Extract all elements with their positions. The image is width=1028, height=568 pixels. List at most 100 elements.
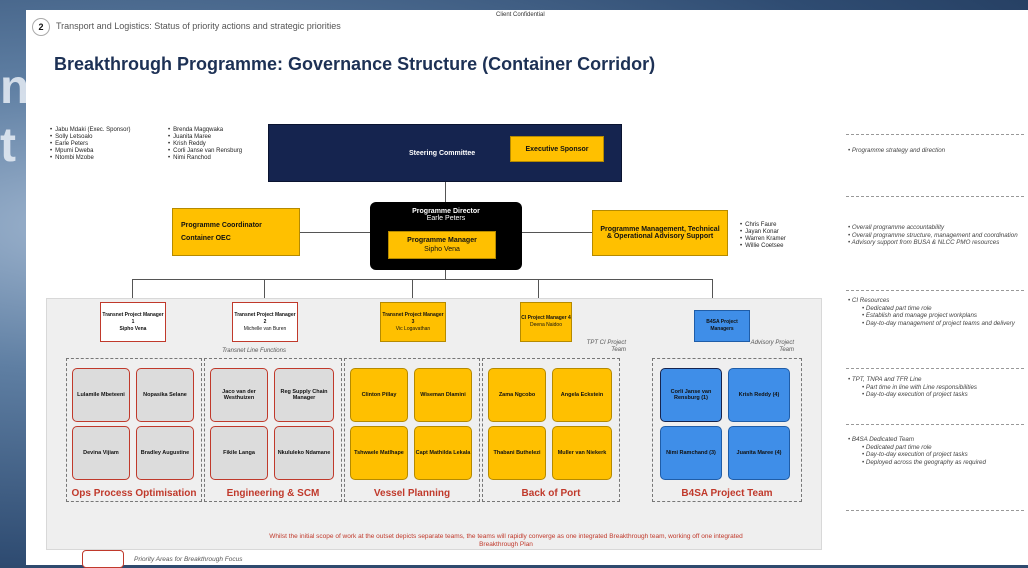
director-title: Programme Director (412, 208, 480, 215)
list-item: Jayan Konar (745, 229, 786, 236)
team-title: Ops Process Optimisation (71, 488, 197, 499)
manager-box: Transnet Project Manager 3 Vic Logavatha… (380, 302, 446, 342)
manager-title: Transnet Project Manager 2 (234, 311, 296, 325)
list-item: Ntombi Mzobe (55, 155, 130, 162)
manager-name: Michelle van Buren (243, 325, 287, 332)
list-item: Willie Coetsee (745, 243, 786, 250)
team-member-card: Jaco van der Westhuizen (210, 368, 268, 422)
manager-name: Sipho Vena (119, 325, 147, 332)
notes-separator (846, 196, 1024, 197)
note-heading: • TPT, TNPA and TFR Line (848, 376, 922, 383)
notes-separator (846, 290, 1024, 291)
list-item: Earle Peters (55, 141, 130, 148)
steering-members-right: Brenda Magqwaka Juanita Maree Krish Redd… (166, 127, 242, 162)
team-frame (344, 358, 480, 502)
executive-sponsor-box: Executive Sponsor (510, 136, 604, 162)
manager-title: B4SA Project Managers (706, 319, 738, 332)
connector-line (538, 279, 539, 299)
background-text-fragment: n (0, 61, 30, 114)
team-member-card: Clinton Pillay (350, 368, 408, 422)
footnote: Whilst the initial scope of work at the … (269, 533, 743, 548)
team-member-card: Devina Vijiam (72, 426, 130, 480)
note-tpt: • TPT, TNPA and TFR Line • Part time in … (848, 376, 1024, 399)
note-line: • Overall programme accountability (848, 224, 945, 231)
connector-line (264, 279, 265, 299)
legend-label: Priority Areas for Breakthrough Focus (134, 556, 243, 563)
note-line: • Day-to-day management of project teams… (862, 319, 1015, 327)
team-title: B4SA Project Team (681, 488, 773, 499)
list-item: Juanita Maree (173, 134, 242, 141)
manager-box: CI Project Manager 4 Deena Naidoo (520, 302, 572, 342)
manager-title: Programme Manager (407, 237, 477, 244)
manager-name: Vic Logavathan (395, 325, 431, 332)
connector-line (712, 279, 713, 313)
coordinator-item: Container OEC (181, 235, 231, 242)
team-member-card: Corli Janse van Rensburg (1) (660, 368, 722, 422)
team-member-card: Thabani Buthelezi (488, 426, 546, 480)
team-member-card: Bradley Augustine (136, 426, 194, 480)
steering-members-left: Jabu Mdaki (Exec. Sponsor) Solly Letsoal… (48, 127, 130, 162)
team-frame (66, 358, 202, 502)
list-item: Mpumi Dweba (55, 148, 130, 155)
list-item: Brenda Magqwaka (173, 127, 242, 134)
notes-separator (846, 134, 1024, 135)
team-member-card: Krish Reddy (4) (728, 368, 790, 422)
team-member-card: Reg Supply Chain Manager (274, 368, 334, 422)
team-member-card: Nopasika Selane (136, 368, 194, 422)
notes-separator (846, 368, 1024, 369)
tpt-ci-label: TPT CI Project Team (586, 340, 626, 353)
note-line: • Dedicated part time role (862, 443, 932, 451)
list-item: Solly Letsoalo (55, 134, 130, 141)
background-text-fragment: t (0, 119, 16, 172)
note-ci-resources: • CI Resources • Dedicated part time rol… (848, 297, 1024, 327)
team-member-card: Wiseman Dlamini (414, 368, 472, 422)
team-member-card: Lulamile Mbeteeni (72, 368, 130, 422)
manager-box: Transnet Project Manager 2 Michelle van … (232, 302, 298, 342)
note-line: • Dedicated part time role (862, 304, 932, 312)
team-member-card: Capt Mathilda Lekala (414, 426, 472, 480)
slide-page: Client Confidential 2 Transport and Logi… (26, 10, 1028, 568)
note-b4sa: • B4SA Dedicated Team • Dedicated part t… (848, 436, 1024, 466)
team-member-card: Zama Ngcobo (488, 368, 546, 422)
manager-box: B4SA Project Managers (694, 310, 750, 342)
manager-box: Transnet Project Manager 1 Sipho Vena (100, 302, 166, 342)
notes-separator (846, 510, 1024, 511)
team-member-card: Juanita Maree (4) (728, 426, 790, 480)
manager-name: Sipho Vena (424, 246, 460, 253)
team-frame (204, 358, 342, 502)
connector-line (445, 182, 446, 202)
list-item: Warren Kramer (745, 236, 786, 243)
note-line: • Establish and manage project workplans (862, 312, 977, 319)
manager-title: Transnet Project Manager 3 (382, 311, 444, 325)
advisory-members: Chris Faure Jayan Konar Warren Kramer Wi… (738, 222, 786, 250)
team-title: Engineering & SCM (226, 488, 320, 499)
note-heading: • CI Resources (848, 297, 890, 304)
team-member-card: Fikile Langa (210, 426, 268, 480)
director-name: Earle Peters (426, 215, 466, 222)
note-line: • Advisory support from BUSA & NLCC PMO … (848, 239, 1000, 246)
list-item: Nimi Ranchod (173, 155, 242, 162)
team-title: Back of Port (521, 488, 581, 499)
note-strategy: • Programme strategy and direction (848, 147, 946, 154)
transnet-line-label: Transnet Line Functions (222, 348, 286, 354)
coordinator-item: Programme Coordinator (181, 222, 262, 229)
page-number-badge: 2 (32, 18, 50, 36)
team-frame (652, 358, 802, 502)
list-item: Chris Faure (745, 222, 786, 229)
team-frame (482, 358, 620, 502)
note-line: • Day-to-day execution of project tasks (862, 391, 968, 398)
programme-manager-box: Programme Manager Sipho Vena (388, 231, 496, 259)
team-member-card: Angela Eckstein (552, 368, 612, 422)
manager-title: Transnet Project Manager 1 (102, 311, 164, 325)
team-member-card: Tshwaele Matlhape (350, 426, 408, 480)
notes-separator (846, 424, 1024, 425)
note-line: • Day-to-day execution of project tasks (862, 451, 968, 458)
connector-line (412, 279, 413, 299)
legend-swatch (82, 550, 124, 568)
manager-name: Deena Naidoo (530, 322, 562, 328)
list-item: Krish Reddy (173, 141, 242, 148)
note-line: • Deployed across the geography as requi… (862, 458, 986, 466)
confidential-label: Client Confidential (496, 12, 545, 18)
connector-line (445, 270, 446, 279)
list-item: Jabu Mdaki (Exec. Sponsor) (55, 127, 130, 134)
